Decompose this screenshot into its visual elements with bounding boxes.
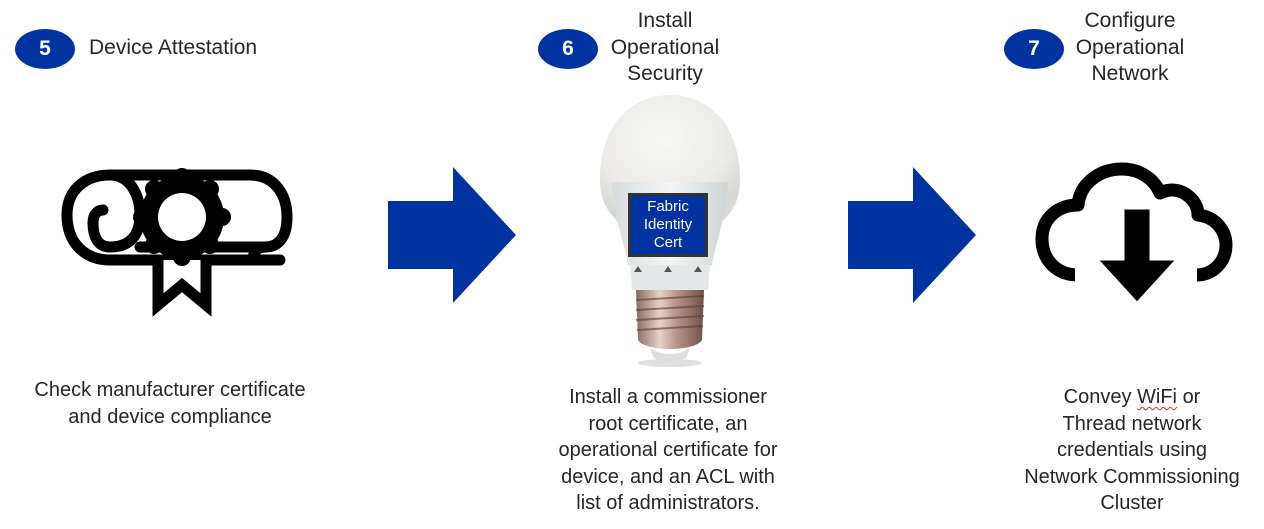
step-7-title: Configure Operational Network <box>1075 9 1185 85</box>
step-6-badge: 6 <box>538 29 598 69</box>
right-arrow-icon <box>388 167 516 303</box>
step-number: 6 <box>562 37 574 60</box>
certificate-scroll-icon <box>61 168 293 317</box>
right-arrow-icon <box>848 167 976 303</box>
step-5-description: Check manufacturer certificate and devic… <box>34 379 306 428</box>
step-6-title: Install Operational Security <box>610 9 720 85</box>
step-number: 5 <box>39 37 51 60</box>
step-5-badge: 5 <box>15 29 75 69</box>
spellcheck-word: WiFi <box>1137 386 1177 408</box>
step-number: 7 <box>1028 37 1040 60</box>
step-7-badge: 7 <box>1004 29 1064 69</box>
step-7-description: Convey WiFi or Thread network credential… <box>1024 386 1240 514</box>
fabric-identity-cert-label: Fabric Identity Cert <box>628 193 708 257</box>
step-5-title: Device Attestation <box>89 36 258 59</box>
cloud-download-icon <box>1035 162 1233 309</box>
step-6-description: Install a commissioner root certificate,… <box>558 386 778 514</box>
